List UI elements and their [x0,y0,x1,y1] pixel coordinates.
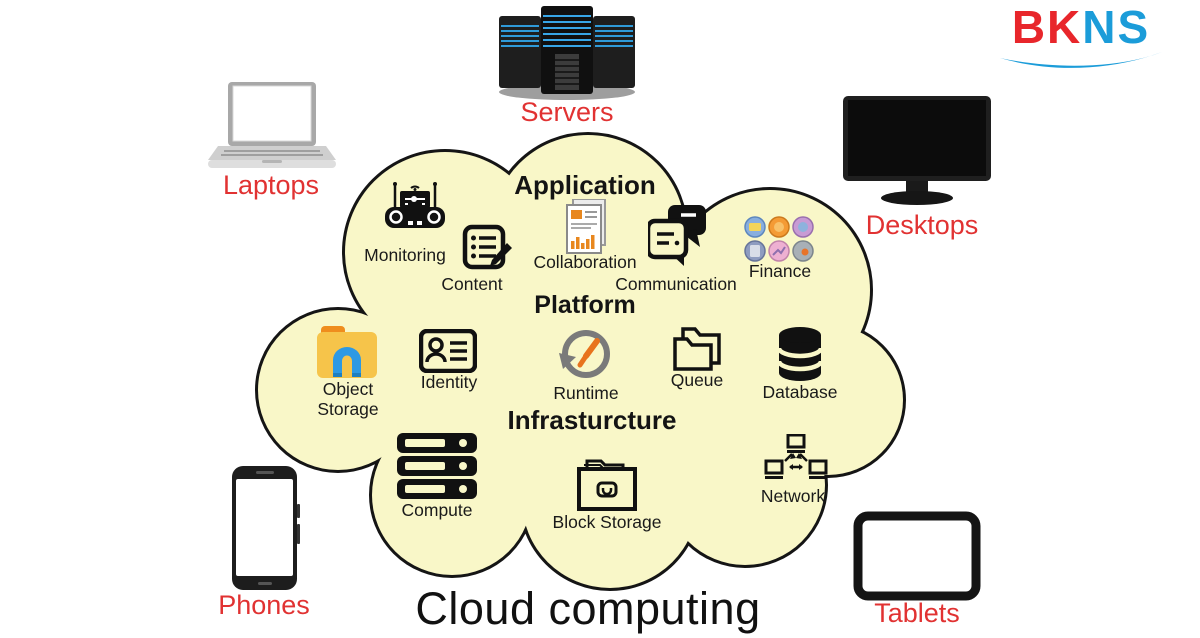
finance-label: Finance [748,261,812,281]
object-storage-icon [317,326,377,378]
phone-icon [232,466,300,590]
finance-icon [744,216,814,262]
bkns-logo: BKNS [993,4,1169,72]
collaboration-icon [566,199,606,254]
block-storage-label: Block Storage [552,512,662,532]
infrastructure-heading: Infrasturcture [507,405,677,435]
runtime-icon [559,330,610,378]
runtime-label: Runtime [553,383,619,403]
logo-blue-letters: NS [1082,1,1151,53]
network-label: Network [760,486,826,506]
monitoring-label: Monitoring [364,245,446,265]
database-label: Database [762,382,838,402]
tablet-icon [853,511,981,601]
phones-label: Phones [218,590,310,620]
communication-icon [648,205,706,266]
servers-icon [499,6,635,100]
network-icon [764,434,828,479]
application-heading: Application [514,170,656,200]
identity-icon [419,329,477,373]
diagram-title: Cloud computing [415,583,761,634]
queue-label: Queue [670,370,724,390]
bkns-logo-text: BKNS [993,4,1169,50]
queue-icon [673,327,721,371]
compute-icon [397,433,477,499]
logo-red-letters: BK [1011,1,1083,53]
collaboration-label: Collaboration [533,252,637,272]
monitoring-icon [385,182,445,228]
compute-label: Compute [401,500,473,520]
identity-label: Identity [420,372,478,392]
desktops-label: Desktops [865,210,979,240]
database-icon [777,327,823,381]
content-label: Content [441,274,503,294]
platform-heading: Platform [534,291,636,319]
object-storage-label: Object Storage [317,379,379,420]
laptops-label: Laptops [222,170,320,200]
laptop-icon [208,82,336,168]
desktop-monitor-icon [843,96,991,205]
communication-label: Communication [615,274,737,294]
block-storage-icon [577,459,637,511]
tablets-label: Tablets [874,598,960,628]
content-icon [462,224,512,270]
servers-label: Servers [520,97,614,127]
